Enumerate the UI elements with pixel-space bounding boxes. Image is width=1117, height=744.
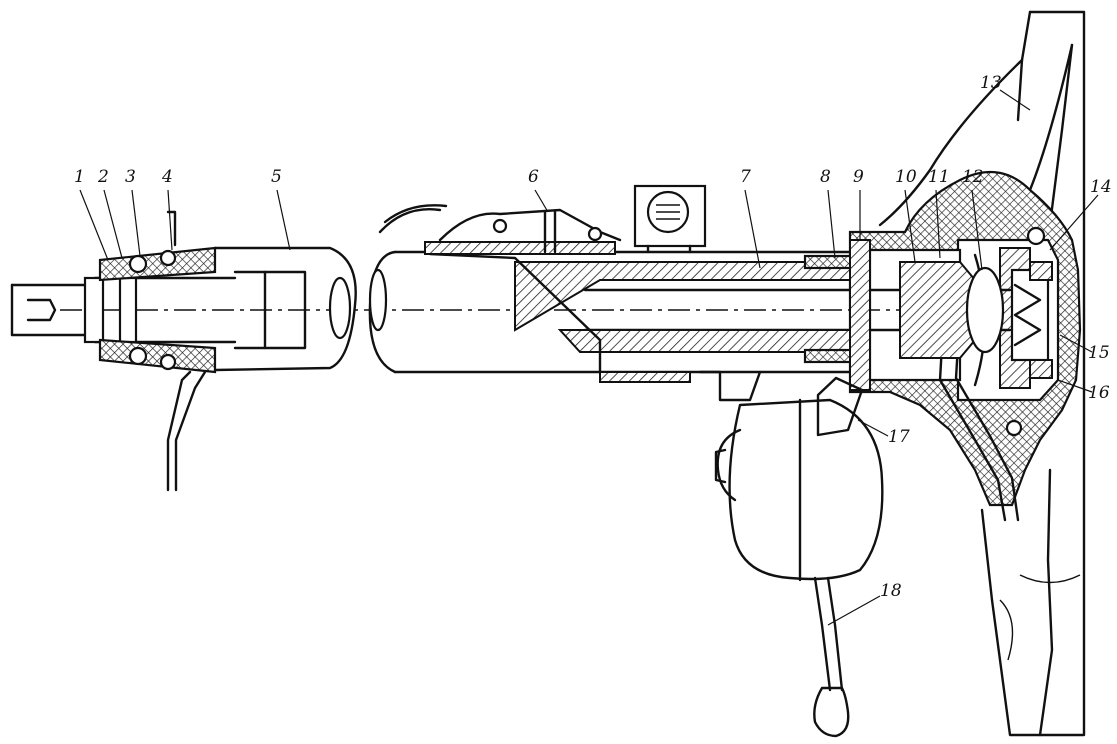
callout-17: 17 [888, 427, 910, 447]
upper-bearing [803, 239, 871, 391]
leader-lines [79, 89, 1099, 626]
switch-housing [714, 376, 884, 582]
callout-9: 9 [853, 167, 864, 187]
lower-shaft-end [10, 276, 237, 344]
callout-18: 18 [880, 581, 902, 601]
callout-12: 12 [962, 167, 984, 187]
callout-6: 6 [528, 167, 539, 187]
steering-wheel-spoke [878, 43, 1074, 227]
callout-3: 3 [125, 167, 136, 187]
callout-13: 13 [980, 73, 1002, 93]
switch-lever [813, 576, 850, 738]
callout-14: 14 [1090, 177, 1112, 197]
hub-nut [899, 261, 1005, 359]
callout-16: 16 [1088, 383, 1110, 403]
callout-5: 5 [271, 167, 282, 187]
callout-2: 2 [97, 167, 109, 187]
callout-4: 4 [161, 167, 173, 187]
horn-contact-assembly [973, 226, 1053, 437]
callout-1: 1 [74, 167, 85, 187]
callout-7: 7 [740, 167, 751, 187]
column-jacket [368, 184, 852, 402]
callout-labels: 1 2 3 4 5 6 7 8 9 10 11 12 13 14 15 16 1… [74, 73, 1112, 601]
callout-11: 11 [928, 167, 950, 187]
lower-tube [213, 246, 357, 372]
callout-15: 15 [1088, 343, 1110, 363]
callout-10: 10 [895, 167, 917, 187]
callout-8: 8 [820, 167, 831, 187]
steering-wheel-rim [980, 10, 1086, 737]
lower-bearing-assembly [98, 210, 217, 492]
inner-tube [514, 261, 861, 353]
